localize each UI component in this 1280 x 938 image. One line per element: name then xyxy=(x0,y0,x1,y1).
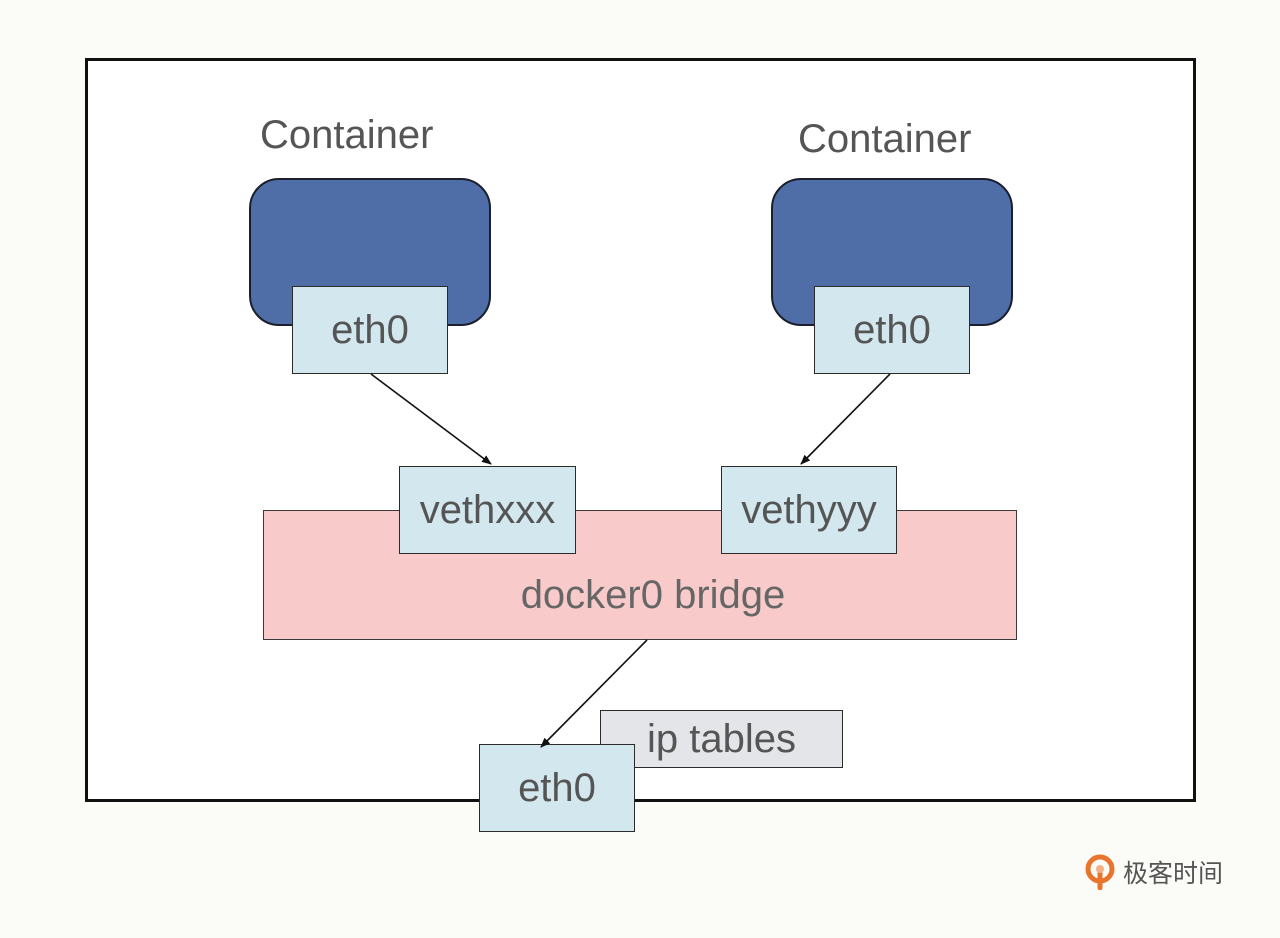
host-eth0: eth0 xyxy=(479,744,635,832)
container-label-right: Container xyxy=(798,117,972,161)
watermark-text: 极客时间 xyxy=(1123,859,1224,888)
veth-right: vethyyy xyxy=(721,466,897,554)
watermark: 极客时间 xyxy=(1085,852,1223,892)
veth-left: vethxxx xyxy=(399,466,576,554)
bridge-label: docker0 bridge xyxy=(520,573,786,617)
container-label-left: Container xyxy=(260,113,434,157)
geektime-logo-icon xyxy=(1085,854,1115,890)
iptables-box: ip tables xyxy=(600,710,843,768)
container-right-eth0: eth0 xyxy=(814,286,970,374)
container-left-eth0: eth0 xyxy=(292,286,448,374)
host-boundary xyxy=(85,58,1196,802)
